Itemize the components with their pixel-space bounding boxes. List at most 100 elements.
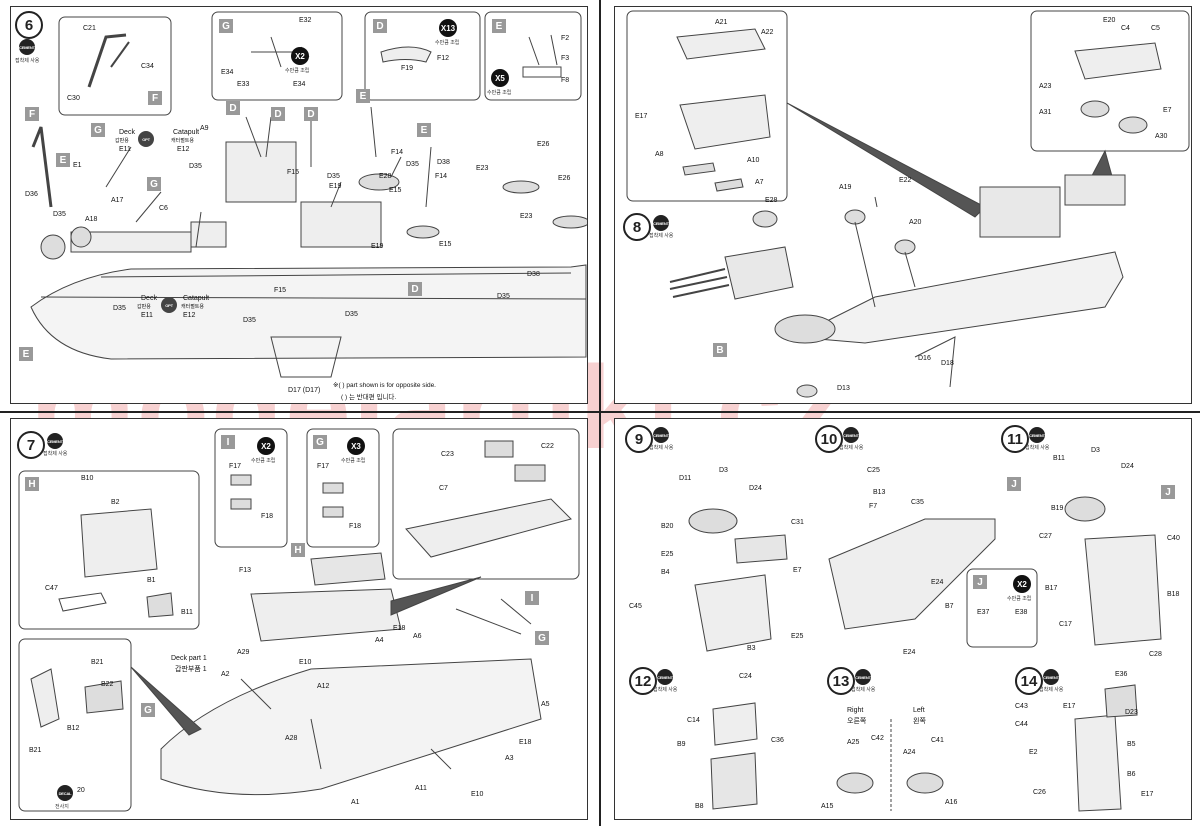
part-label: E23 [520, 213, 533, 220]
step-8-drawing [626, 10, 1190, 398]
part-label: E25 [791, 633, 804, 640]
part-label: A17 [111, 197, 124, 204]
part-label: F14 [391, 149, 404, 156]
part-label: E17 [1063, 703, 1076, 710]
part-label: C23 [441, 451, 454, 458]
part-label: A5 [541, 701, 550, 708]
part-label: C21 [83, 25, 96, 32]
part-label: B6 [1127, 771, 1136, 778]
part-label: B11 [1053, 455, 1065, 462]
sub-e-tag: E [492, 19, 506, 33]
deck-note: Deck [119, 129, 135, 136]
part-label: D35 [497, 293, 510, 300]
part-label: A10 [747, 157, 760, 164]
assembly-label: 수만큼 조립 [341, 458, 366, 464]
part-label: D35 [189, 163, 202, 170]
deck-part-note: Deck part 1 [171, 655, 207, 662]
part-label: C28 [1149, 651, 1162, 658]
part-label: C30 [67, 95, 80, 102]
part-label: E25 [661, 551, 674, 558]
sub-g-tag: G [91, 123, 105, 137]
part-label: B22 [101, 681, 114, 688]
steps-9-14-drawing [688, 496, 1162, 812]
part-label: B10 [81, 475, 94, 482]
step-6-number: 6 [15, 11, 43, 39]
part-label: C25 [867, 467, 880, 474]
part-label: E12 [183, 312, 196, 319]
left-label-kr: 왼쪽 [913, 718, 926, 725]
sub-d-tag: D [304, 107, 318, 121]
part-label: E34 [293, 81, 306, 88]
part-label: D23 [1125, 709, 1138, 716]
part-label: B4 [661, 569, 670, 576]
part-label: B9 [677, 741, 686, 748]
part-label: C45 [629, 603, 642, 610]
x5-badge: X5 [491, 69, 509, 87]
sub-f-tag: F [148, 91, 162, 105]
part-label: A21 [715, 19, 728, 26]
sub-e-tag: E [56, 153, 70, 167]
cement-icon: CEMENT [855, 669, 871, 685]
part-label: F15 [287, 169, 300, 176]
assembly-label: 수만큼 조립 [487, 90, 512, 96]
part-label: D36 [25, 191, 38, 198]
part-label: E11 [119, 146, 131, 153]
part-label: B20 [661, 523, 674, 530]
cement-label: 접착제 사용 [649, 233, 674, 239]
sub-e-tag: E [417, 123, 431, 137]
part-label: F14 [435, 173, 448, 180]
part-label: F13 [239, 567, 252, 574]
opposite-side-note-en: ※( ) part shown is for opposite side. [333, 382, 436, 389]
sub-i-tag: I [525, 591, 539, 605]
part-label: A31 [1039, 109, 1052, 116]
part-label: A18 [85, 216, 98, 223]
part-label: E23 [476, 165, 489, 172]
part-label: E10 [471, 791, 484, 798]
step-9-number: 9 [625, 425, 653, 453]
part-label: A6 [413, 633, 422, 640]
part-label: F18 [261, 513, 274, 520]
part-label: B3 [747, 645, 756, 652]
part-label: A11 [415, 785, 427, 792]
part-label: E38 [1015, 609, 1028, 616]
step-7-panel: 7 CEMENT 접착제 사용 H I G H I G G X2 수만큼 조립 … [10, 418, 588, 820]
cement-icon: CEMENT [47, 433, 63, 449]
left-label: Left [913, 707, 925, 714]
part-label: F15 [274, 287, 287, 294]
part-label: D24 [749, 485, 762, 492]
part-label: D38 [437, 159, 450, 166]
part-label: A22 [761, 29, 774, 36]
part-label: A2 [221, 671, 230, 678]
part-label: E2 [1029, 749, 1038, 756]
part-label: E19 [329, 183, 342, 190]
sub-e-tag: E [356, 89, 370, 103]
part-label: E15 [439, 241, 452, 248]
part-label: D38 [527, 271, 540, 278]
sub-g-tag: G [219, 19, 233, 33]
part-label: A9 [200, 125, 209, 132]
cement-label: 접착제 사용 [653, 687, 678, 693]
part-label: C40 [1167, 535, 1180, 542]
cement-label: 접착제 사용 [839, 445, 864, 451]
part-label: D18 [941, 360, 954, 367]
part-label: B1 [147, 577, 156, 584]
part-label: F3 [561, 55, 570, 62]
part-label: F17 [229, 463, 242, 470]
part-label: A15 [821, 803, 834, 810]
part-label: A20 [909, 219, 922, 226]
sub-e-tag: E [19, 347, 33, 361]
sub-g-tag: G [535, 631, 549, 645]
part-label: C7 [439, 485, 448, 492]
cement-label: 접착제 사용 [43, 451, 68, 457]
part-label: B2 [111, 499, 120, 506]
part-label: A12 [317, 683, 330, 690]
part-label: C14 [687, 717, 700, 724]
sub-j-tag: J [1007, 477, 1021, 491]
part-label: B11 [181, 609, 193, 616]
part-label: C41 [931, 737, 944, 744]
part-label: A25 [847, 739, 860, 746]
step-7-number: 7 [17, 431, 45, 459]
part-label: E37 [977, 609, 990, 616]
step-11-number: 11 [1001, 425, 1029, 453]
option-icon: OPT [161, 297, 177, 313]
